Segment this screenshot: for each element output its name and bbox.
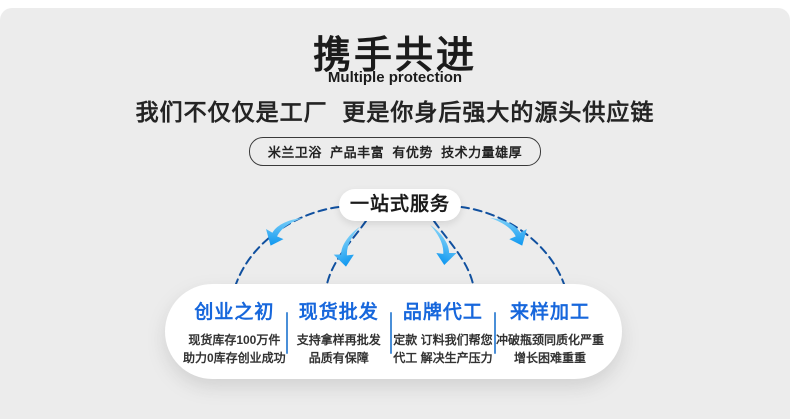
- service-col-title: 来样加工: [510, 301, 591, 323]
- dashed-connector-far-left: [235, 206, 340, 285]
- dashed-connector-inner-right: [433, 220, 474, 285]
- page-subtitle-english: Multiple protection: [327, 69, 463, 86]
- column-divider: [285, 311, 288, 354]
- service-col-startup: 创业之初 现货库存100万件 助力0库存创业成功: [183, 297, 286, 367]
- service-col-line: 助力0库存创业成功: [183, 350, 286, 365]
- curved-arrow-icon: [266, 218, 303, 246]
- services-card: 创业之初 现货库存100万件 助力0库存创业成功 现货批发 支持拿样再批发 品质…: [165, 284, 622, 379]
- column-divider: [389, 311, 392, 354]
- service-col-sample-processing: 来样加工 冲破瓶颈同质化严重 增长困难重重: [496, 297, 604, 367]
- curved-arrow-icon: [333, 226, 361, 267]
- service-col-line: 冲破瓶颈同质化严重: [496, 332, 605, 347]
- page-title: 携手共进: [312, 35, 477, 77]
- service-col-line: 现货库存100万件: [188, 332, 281, 347]
- dashed-connector-inner-left: [326, 220, 367, 285]
- curved-arrow-group: [266, 218, 527, 267]
- service-col-wholesale: 现货批发 支持拿样再批发 品质有保障: [288, 297, 390, 367]
- one-stop-service-pill: 一站式服务: [339, 189, 461, 221]
- curved-arrow-icon: [490, 218, 527, 246]
- dashed-connector-group: [235, 206, 565, 285]
- tagline-text: 我们不仅仅是工厂 更是你身后强大的源头供应链: [135, 99, 655, 125]
- feature-badge: 米兰卫浴 产品丰富 有优势 技术力量雄厚: [248, 137, 542, 166]
- curved-arrow-icon: [430, 225, 457, 266]
- service-col-line: 支持拿样再批发: [296, 332, 381, 347]
- service-col-oem: 品牌代工 定款 订料我们帮您 代工 解决生产压力: [392, 297, 494, 367]
- service-col-line: 品质有保障: [308, 350, 369, 365]
- dashed-connector-far-right: [460, 206, 565, 285]
- service-col-title: 现货批发: [298, 301, 379, 323]
- badge-row: 米兰卫浴 产品丰富 有优势 技术力量雄厚: [0, 137, 790, 166]
- service-col-title: 品牌代工: [402, 301, 483, 323]
- column-divider: [494, 311, 496, 354]
- service-col-title: 创业之初: [194, 301, 275, 323]
- service-col-line: 增长困难重重: [514, 350, 587, 365]
- service-col-line: 代工 解决生产压力: [393, 350, 493, 365]
- service-col-line: 定款 订料我们帮您: [393, 332, 493, 347]
